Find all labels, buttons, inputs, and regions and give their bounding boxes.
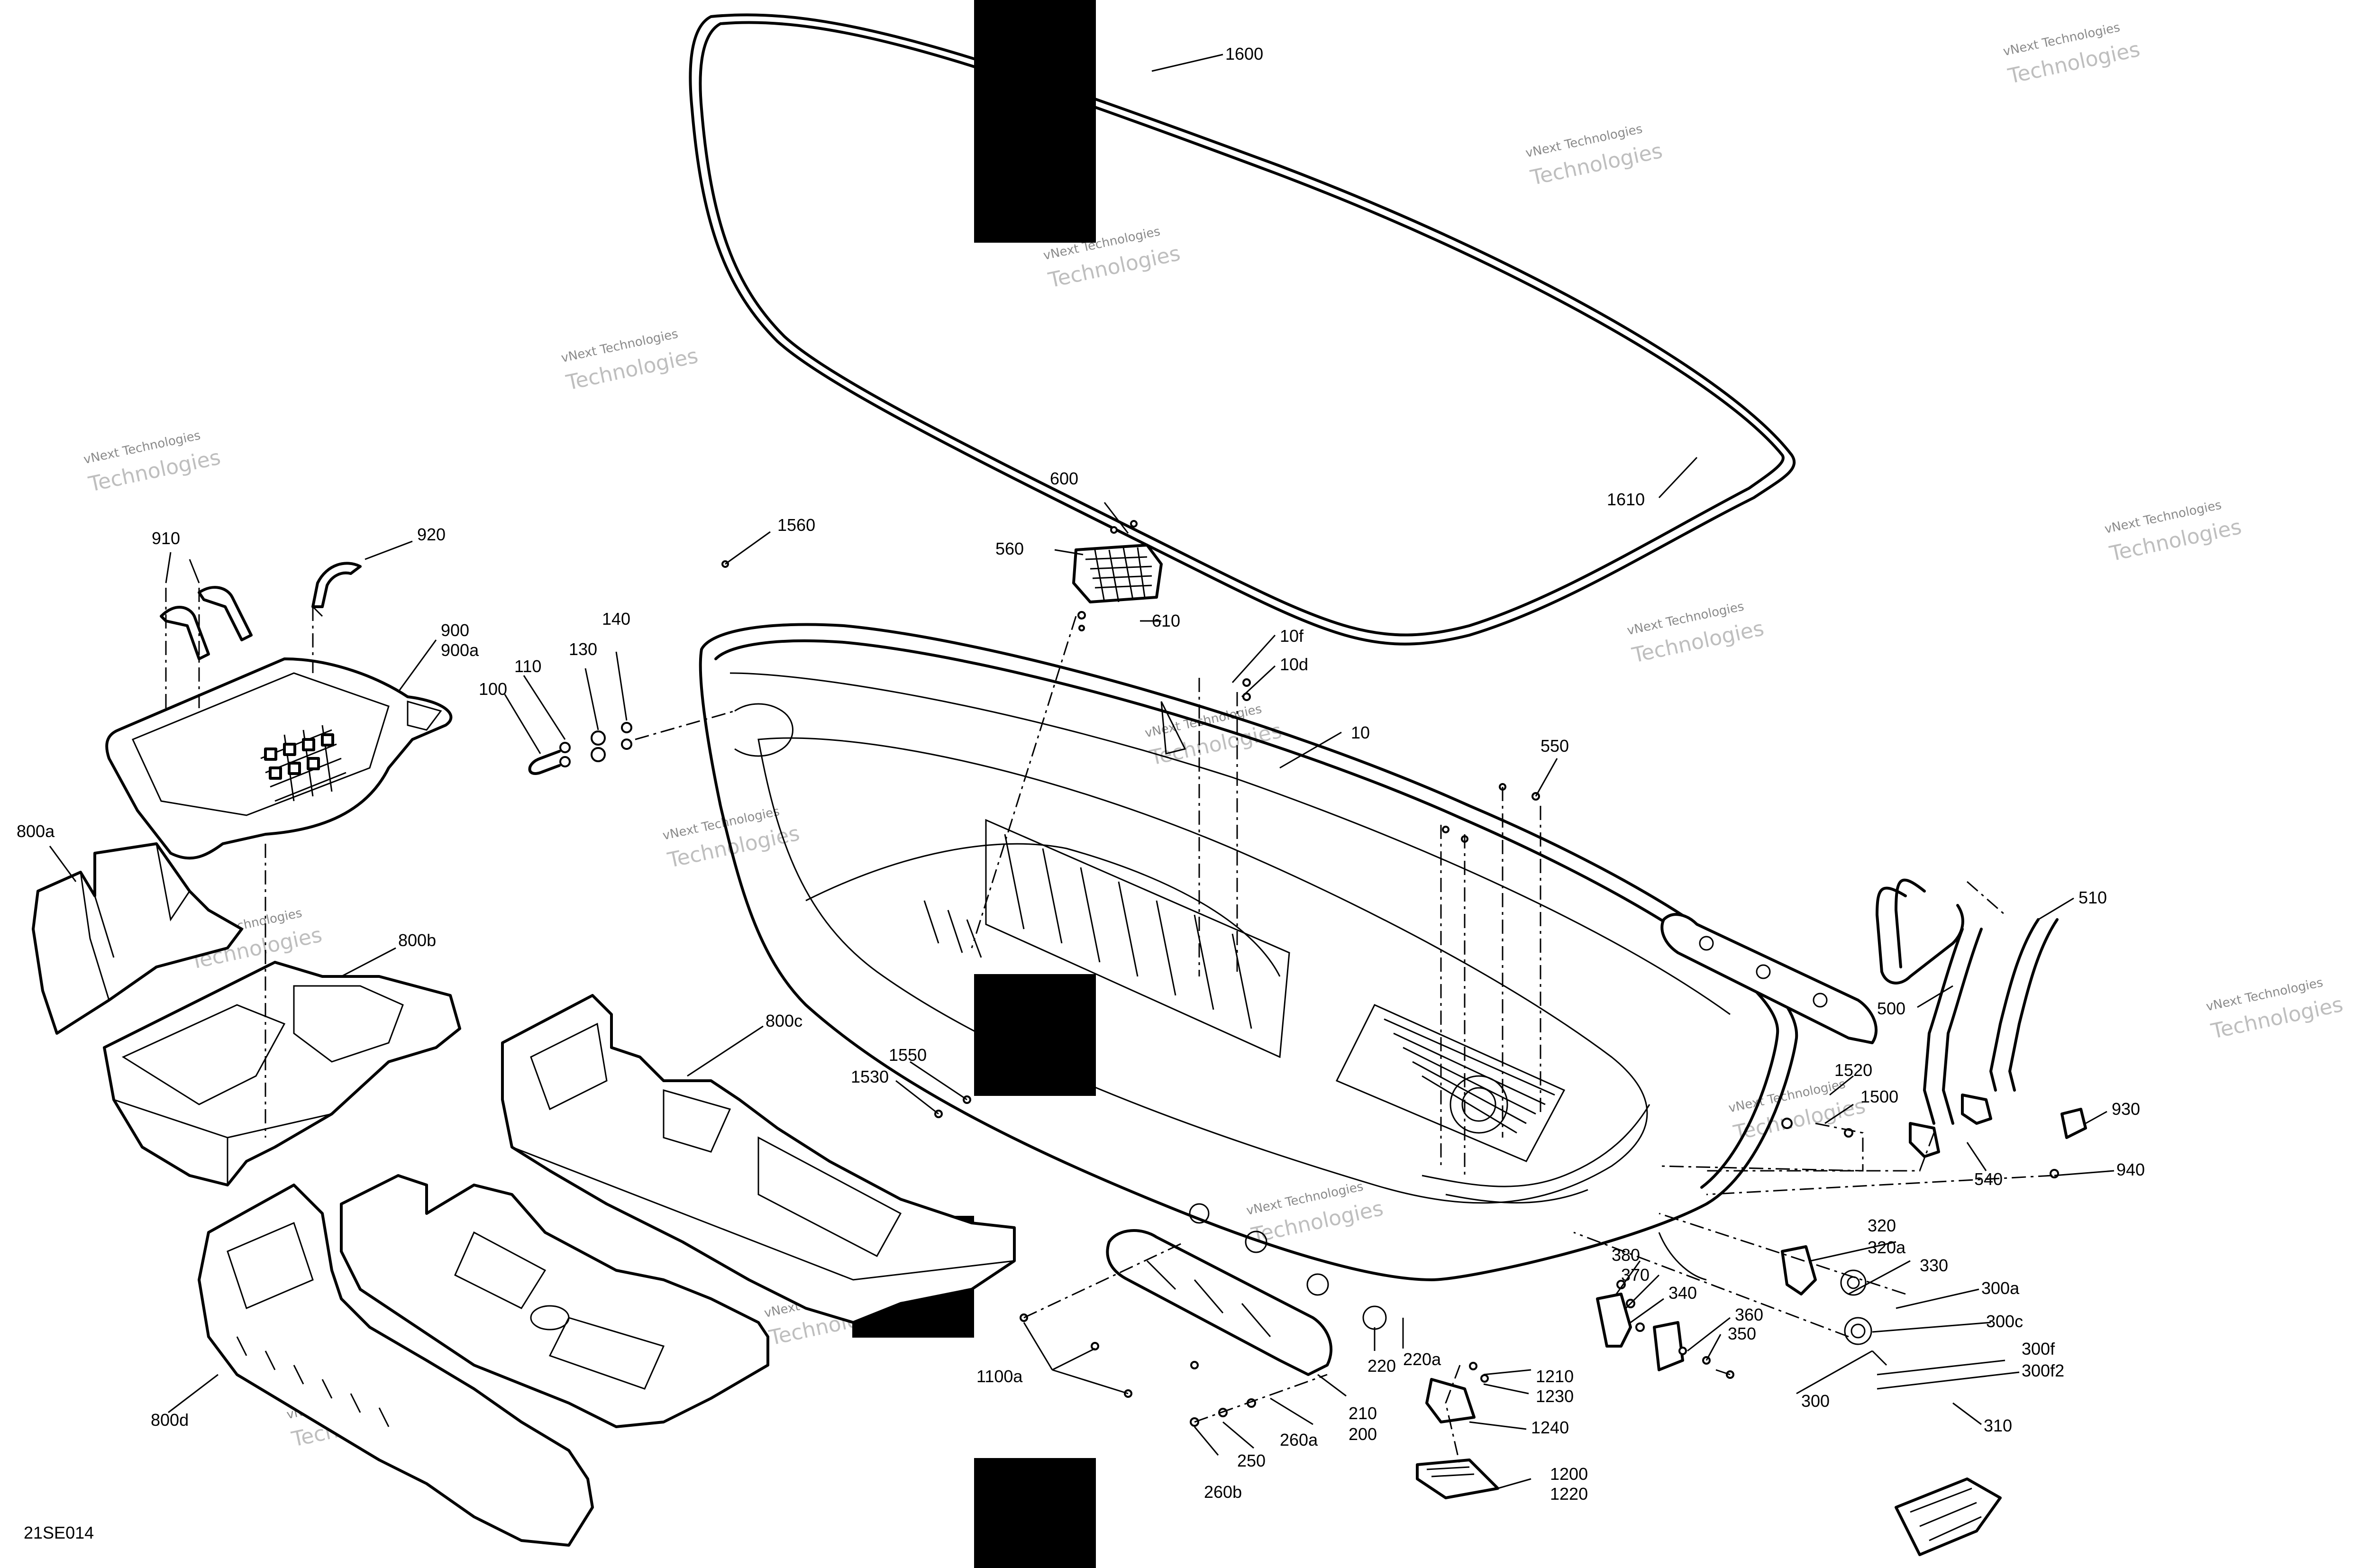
callout-label: 220a [1403, 1349, 1441, 1369]
foam-block-800b [103, 961, 461, 1186]
callout-label: 800d [151, 1410, 189, 1430]
callout-label: 110 [514, 656, 541, 676]
redaction-bar [974, 0, 1096, 243]
callout-label: 340 [1668, 1283, 1697, 1303]
callout-label: 300f [2022, 1339, 2055, 1358]
callout-label: 260b [1204, 1482, 1242, 1502]
callout-label: 10f [1280, 626, 1304, 646]
callout-label: 910 [152, 529, 180, 548]
callout-label: 10d [1280, 655, 1308, 674]
assembly-lines [165, 588, 2053, 1465]
callout-label: 140 [602, 609, 630, 629]
hull-body [699, 623, 1798, 1281]
callout-label: 900a [441, 640, 479, 660]
rear-storage-tray [105, 657, 453, 860]
callout-label: 900 [441, 620, 469, 640]
callout-label: 500 [1877, 999, 1905, 1018]
callout-label: 360 [1735, 1305, 1763, 1324]
callout-label: 300a [1981, 1278, 2020, 1298]
storage-bin [1072, 520, 1163, 631]
redaction-bar [974, 974, 1096, 1096]
leader-lines [49, 54, 2115, 1489]
figure-code: 21SE014 [24, 1523, 94, 1542]
callout-label: 350 [1728, 1324, 1756, 1343]
callout-label: 1560 [777, 515, 815, 535]
callout-label: 210 [1349, 1404, 1377, 1423]
u-bolt-assembly [528, 722, 632, 775]
callout-label: 260a [1280, 1430, 1318, 1449]
callout-label: 1100a [976, 1367, 1023, 1386]
callout-label: 370 [1621, 1265, 1650, 1285]
callout-label: 1520 [1834, 1060, 1872, 1080]
callout-label: 200 [1349, 1424, 1377, 1444]
callout-label: 320a [1868, 1238, 1906, 1257]
callout-label: 600 [1050, 469, 1078, 488]
callout-label: 930 [2112, 1099, 2140, 1119]
callout-label: 540 [1974, 1169, 2003, 1189]
callout-label: 300c [1986, 1312, 2023, 1331]
callout-label: 10 [1351, 723, 1370, 742]
callout-label: 940 [2116, 1160, 2145, 1179]
callout-label: 800c [766, 1011, 802, 1030]
callout-label: 560 [995, 539, 1024, 558]
foam-block-front [340, 1174, 769, 1428]
callout-label: 800b [398, 930, 436, 950]
callout-label: 220 [1367, 1356, 1396, 1376]
callout-label: 920 [417, 525, 446, 544]
callout-label: 310 [1984, 1416, 2012, 1435]
callout-label: 380 [1612, 1245, 1640, 1265]
callout-label: 330 [1920, 1256, 1948, 1275]
callout-label: 510 [2078, 888, 2107, 907]
callout-label: 1500 [1860, 1087, 1898, 1106]
grab-handles [160, 562, 362, 660]
callout-label: 800a [17, 821, 55, 841]
callout-label: 610 [1152, 611, 1180, 630]
callout-label: 1210 [1536, 1367, 1574, 1386]
side-sponson-rail [1106, 1229, 1332, 1376]
callout-label: 1600 [1225, 44, 1263, 64]
callout-label: 1220 [1550, 1484, 1588, 1504]
foam-block-800d [198, 1184, 594, 1547]
callout-label: 1530 [851, 1067, 889, 1086]
seal-gasket [689, 13, 1796, 646]
callout-label: 320 [1868, 1216, 1896, 1235]
callout-label: 1240 [1531, 1418, 1569, 1437]
callout-label: 130 [569, 639, 597, 659]
callout-label: 300f2 [2022, 1361, 2064, 1380]
callout-label: 300 [1801, 1391, 1830, 1411]
rear-sponson-rail [1660, 913, 1878, 1044]
redaction-bar [974, 1458, 1096, 1568]
callout-label: 1550 [889, 1045, 927, 1065]
foam-block-800a [32, 842, 243, 1035]
small-hardware [721, 560, 2087, 1556]
callout-labels: 1600 1610 600 560 610 1560 910 920 900 9… [17, 44, 2145, 1504]
callout-label: 1230 [1536, 1386, 1574, 1406]
callout-label: 550 [1540, 736, 1569, 756]
callout-label: 1200 [1550, 1464, 1588, 1484]
foam-block-800c [501, 994, 1016, 1324]
callout-label: 250 [1237, 1451, 1266, 1470]
callout-label: 1610 [1607, 490, 1645, 509]
callout-label: 100 [479, 679, 507, 699]
